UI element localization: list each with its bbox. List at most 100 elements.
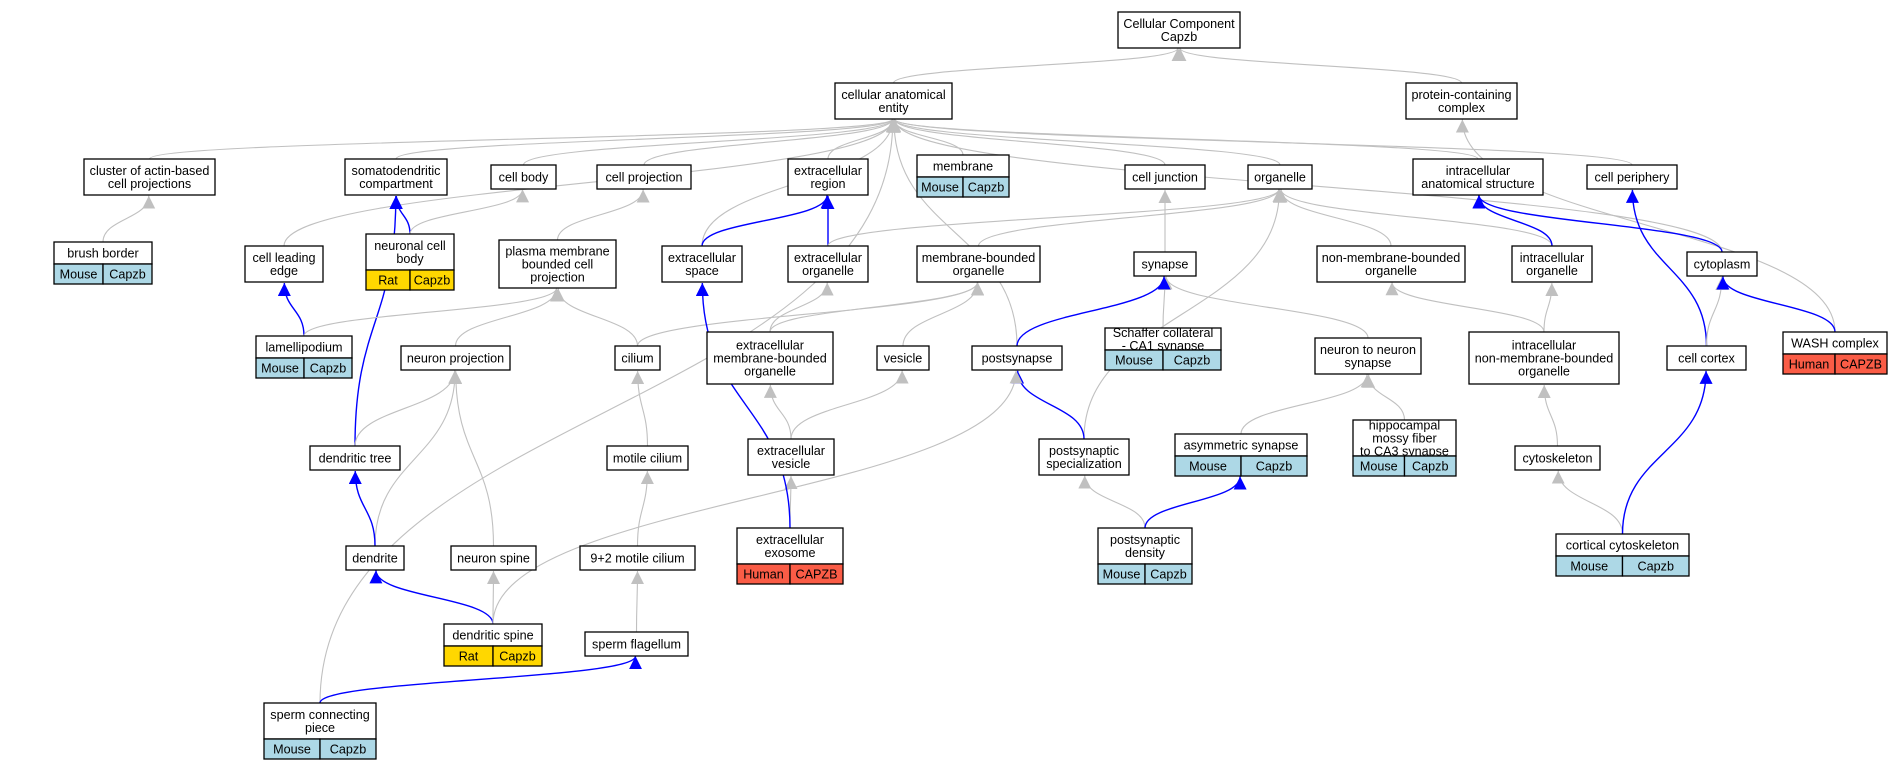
node-label: postsynaptic	[1110, 533, 1180, 547]
node-box	[787, 158, 869, 196]
node-box	[706, 331, 834, 385]
node-label: non-membrane-bounded	[1475, 352, 1614, 366]
node-label: vesicle	[772, 457, 811, 471]
edge-inmbo-to-intraorg	[1543, 282, 1559, 333]
node-dendrite[interactable]: dendrite	[345, 545, 405, 571]
node-vesicle[interactable]: vesicle	[876, 345, 930, 371]
edge-embo-to-extorg	[769, 282, 834, 333]
edge-dspine-to-postsyn	[492, 370, 1023, 625]
node-label: synapse	[1142, 258, 1189, 272]
node-label: sperm flagellum	[592, 638, 681, 652]
edge-cellproj-to-cae	[643, 118, 899, 166]
node-postsyn[interactable]: postsynapse	[971, 345, 1063, 371]
edge-pcc-to-cc_root	[1173, 47, 1463, 84]
node-synapse[interactable]: synapse	[1133, 251, 1197, 277]
node-box	[345, 545, 405, 571]
node-cellproj[interactable]: cell projection	[596, 164, 692, 190]
edge-corticalcs-to-cytoskel	[1551, 470, 1624, 535]
node-box	[971, 345, 1063, 371]
species-name-cell-label: Mouse	[1360, 460, 1398, 474]
species-gene-cell-label: Capzb	[109, 268, 145, 282]
node-inmbo[interactable]: intracellularnon-membrane-boundedorganel…	[1468, 331, 1620, 385]
species-gene-cell	[303, 357, 353, 379]
edge-pss-to-organelle	[1083, 189, 1286, 440]
node-box	[490, 164, 557, 190]
node-nine2[interactable]: 9+2 motile cilium	[579, 545, 696, 571]
edge-lamelli-to-pmbcp	[303, 287, 563, 337]
node-motile[interactable]: motile cilium	[606, 445, 689, 471]
node-label: membrane	[933, 160, 993, 174]
edge-extves-to-vesicle	[790, 370, 909, 440]
node-cilium[interactable]: cilium	[614, 345, 661, 371]
node-dtree[interactable]: dendritic tree	[309, 445, 401, 471]
node-cortex[interactable]: cell cortex	[1666, 345, 1747, 371]
edge-cortex-to-cellper	[1625, 189, 1708, 347]
node-box	[1133, 251, 1197, 277]
species-name-cell-label: Mouse	[1115, 354, 1153, 368]
edge-wash-to-cytoplasm	[1716, 276, 1836, 333]
node-sflag[interactable]: sperm flagellum	[584, 631, 689, 657]
node-box	[1405, 82, 1518, 120]
species-gene-cell	[1144, 563, 1193, 585]
node-label: mossy fiber	[1372, 432, 1436, 446]
node-label: neuron to neuron	[1320, 343, 1416, 357]
node-neuproj[interactable]: neuron projection	[400, 345, 511, 371]
node-cellper[interactable]: cell periphery	[1586, 164, 1678, 190]
node-label: extracellular	[794, 164, 862, 178]
node-label: hippocampal	[1369, 419, 1440, 433]
edge-pmbcp-to-cellproj	[556, 189, 650, 241]
node-label: cytoskeleton	[1522, 452, 1592, 466]
node-nspine[interactable]: neuron spine	[450, 545, 537, 571]
node-cytoplasm[interactable]: cytoplasm	[1686, 251, 1758, 277]
species-gene-cell	[1403, 455, 1457, 477]
node-cellbody[interactable]: cell body	[490, 164, 557, 190]
species-name-cell-label: Mouse	[1189, 460, 1227, 474]
node-organelle[interactable]: organelle	[1247, 164, 1313, 190]
node-label: postsynapse	[982, 352, 1053, 366]
node-label: postsynaptic	[1049, 444, 1119, 458]
node-label: organelle	[953, 264, 1005, 278]
node-label: WASH complex	[1791, 337, 1879, 351]
node-celljunc[interactable]: cell junction	[1124, 164, 1206, 190]
node-label: region	[810, 177, 845, 191]
node-cytoskel[interactable]: cytoskeleton	[1514, 445, 1601, 471]
edge-intraorg-to-organelle	[1274, 189, 1553, 247]
node-label: specialization	[1046, 457, 1122, 471]
node-box	[244, 245, 324, 283]
edge-postsyn-to-synapse	[1016, 276, 1171, 347]
node-label: Cellular Component	[1123, 17, 1235, 31]
node-label: membrane-bounded	[922, 251, 1035, 265]
node-box	[83, 158, 216, 196]
